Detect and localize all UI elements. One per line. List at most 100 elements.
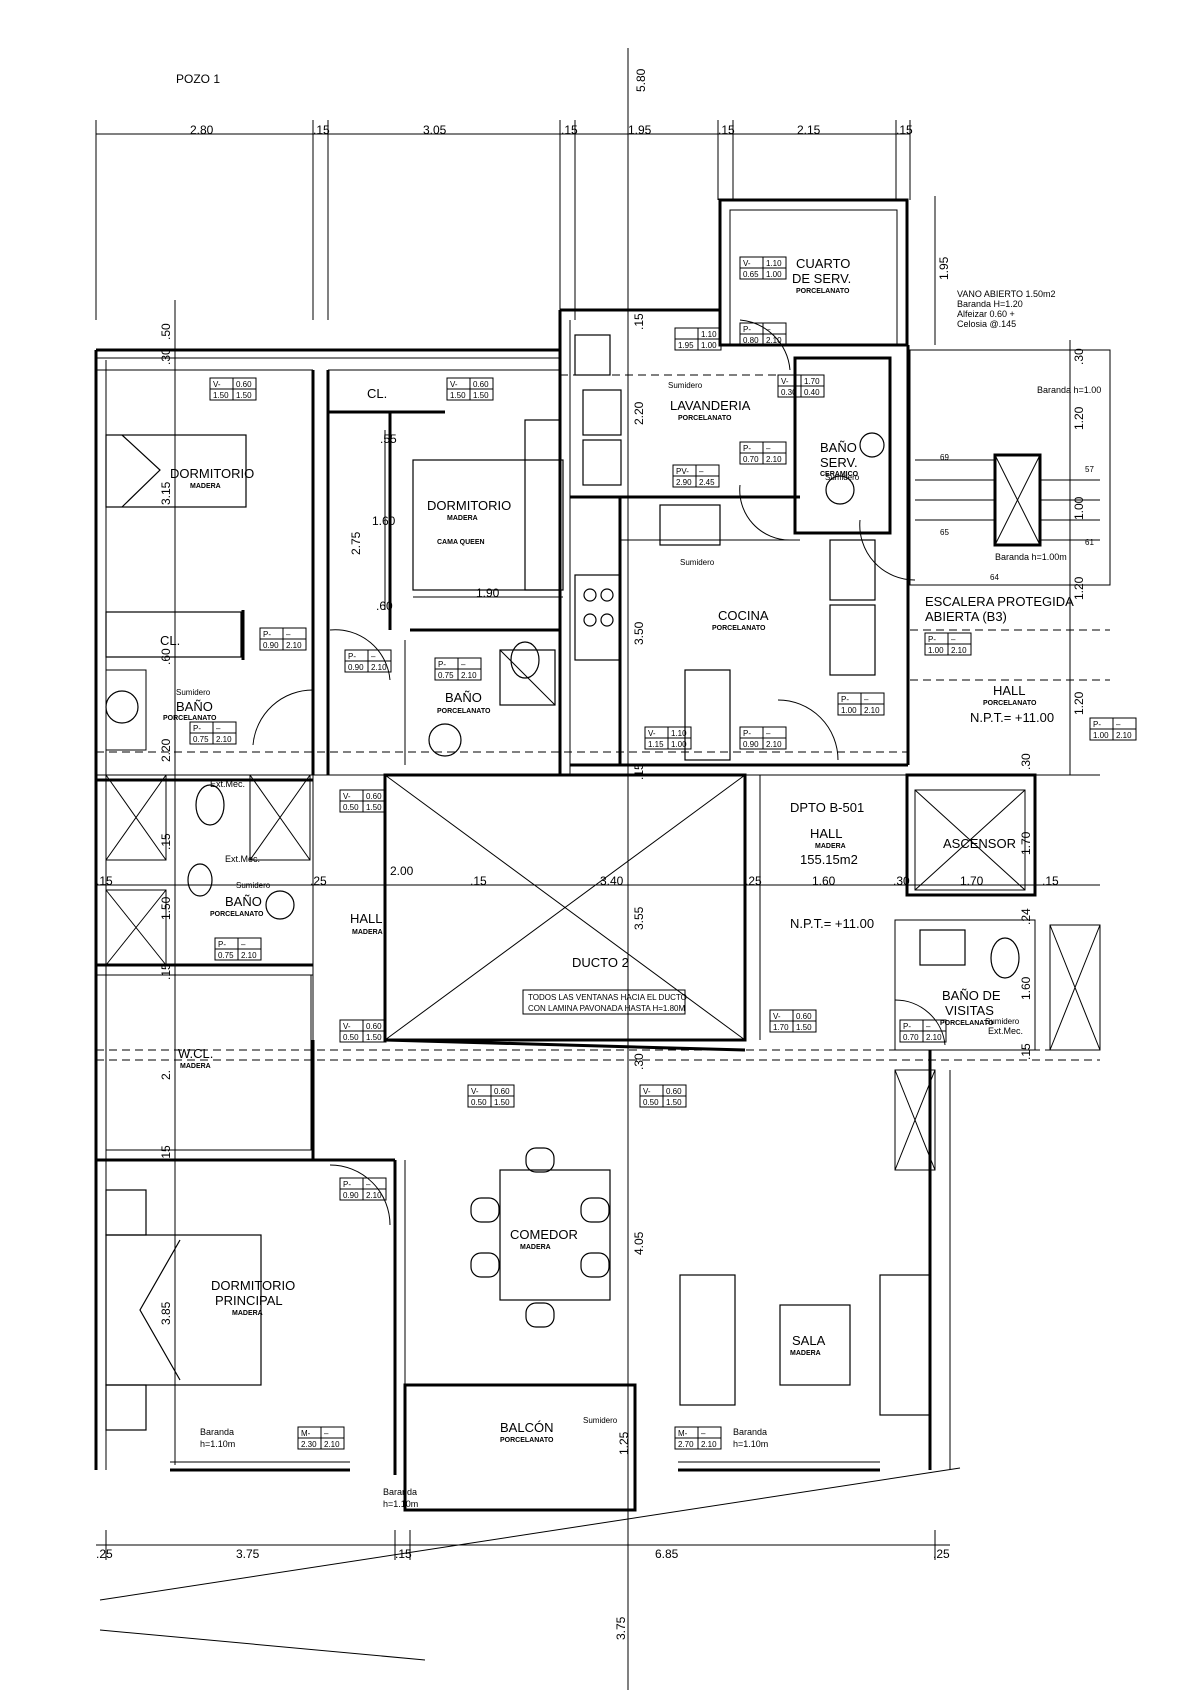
- opening-tag-cell: 2.90: [676, 478, 692, 487]
- dormitorio-2-bed: CAMA QUEEN: [437, 539, 485, 546]
- bottom-dimension-line: .25 3.75 .15 6.85 .25: [96, 1467, 961, 1661]
- vdim-50: .50: [159, 323, 173, 340]
- step-57: 57: [1085, 465, 1094, 474]
- dorm-principal-name2: PRINCIPAL: [215, 1293, 283, 1308]
- comedor-name: COMEDOR: [510, 1227, 578, 1242]
- hdim-hall-2-00: 2.00: [390, 864, 414, 878]
- bdim-3-75: 3.75: [236, 1547, 260, 1561]
- vdim-ducto-30: .30: [632, 1053, 646, 1070]
- opening-tag-cell: 2.10: [864, 706, 880, 715]
- bano-visitas-name1: BAÑO DE: [942, 988, 1001, 1003]
- vdim-3-15: 3.15: [159, 481, 173, 505]
- door-swings: [252, 319, 946, 1226]
- vdim-lav-2-20: 2.20: [632, 401, 646, 425]
- opening-tag-cell: V-: [450, 380, 458, 389]
- vdim-coc-3-50: 3.50: [632, 621, 646, 645]
- opening-tag-cell: 1.50: [473, 391, 489, 400]
- opening-tag-cell: 0.50: [343, 803, 359, 812]
- cuarto-serv-finish: PORCELANATO: [796, 288, 850, 295]
- balcon-name: BALCÓN: [500, 1420, 553, 1435]
- opening-tag-cell: 0.60: [366, 1022, 382, 1031]
- hall-esc-name: HALL: [993, 683, 1026, 698]
- opening-tag-cell: 1.50: [494, 1098, 510, 1107]
- bdim-6-85: 6.85: [655, 1547, 679, 1561]
- room-labels: CUARTO DE SERV. PORCELANATO DORMITORIO M…: [160, 256, 1074, 1444]
- vano-note-3: Alfeizar 0.60 +: [957, 309, 1015, 319]
- vdim-1-50: 1.50: [159, 896, 173, 920]
- opening-tag-cell: –: [766, 444, 771, 453]
- opening-tag-cell: PV-: [676, 467, 689, 476]
- hdim-left-15: .15: [96, 874, 113, 888]
- opening-tag-cell: 0.70: [743, 455, 759, 464]
- hall-dpto-area: 155.15m2: [800, 852, 858, 867]
- balcon-finish: PORCELANATO: [500, 1437, 554, 1444]
- cl-1-name: CL.: [367, 386, 387, 401]
- opening-tag-cell: 2.70: [678, 1440, 694, 1449]
- vdim-2: 2.: [159, 1070, 173, 1080]
- vdim-ducto-3-55: 3.55: [632, 906, 646, 930]
- sumidero-lav: Sumidero: [668, 381, 703, 390]
- vdim-30: .30: [159, 348, 173, 365]
- opening-tag-cell: V-: [781, 377, 789, 386]
- opening-tag-cell: 0.65: [743, 270, 759, 279]
- vdim-com-4-05: 4.05: [632, 1231, 646, 1255]
- ducto-note-1: TODOS LAS VENTANAS HACIA EL DUCTO: [528, 993, 687, 1002]
- vdim-coc-15: .15: [632, 763, 646, 780]
- opening-tag-cell: 1.50: [236, 391, 252, 400]
- opening-tag-cell: 1.95: [678, 341, 694, 350]
- cuarto-serv-name1: CUARTO: [796, 256, 850, 271]
- vdim-esc-1-20a: 1.20: [1072, 406, 1086, 430]
- hdim-cama-1-90: 1.90: [476, 586, 500, 600]
- opening-tag-cell: 1.00: [1093, 731, 1109, 740]
- opening-tag-cell: 2.10: [766, 336, 782, 345]
- vdim-esc-1-00: 1.00: [1072, 496, 1086, 520]
- opening-tag-cell: 0.50: [343, 1033, 359, 1042]
- hdim-hall-1-60: 1.60: [812, 874, 836, 888]
- opening-tag-cell: 2.45: [699, 478, 715, 487]
- opening-tag-cell: –: [926, 1022, 931, 1031]
- opening-tag-cell: –: [766, 325, 771, 334]
- step-65: 65: [940, 528, 949, 537]
- dim-15-c: .15: [718, 123, 735, 137]
- vdim-lav-15: .15: [632, 313, 646, 330]
- vdim-esc-1-20c: 1.20: [1072, 691, 1086, 715]
- opening-tag-cell: 2.10: [701, 1440, 717, 1449]
- ducto-note-2: CON LAMINA PAVONADA HASTA H=1.80M: [528, 1004, 685, 1013]
- opening-tag-cell: –: [461, 660, 466, 669]
- opening-tag-cell: M-: [301, 1429, 311, 1438]
- dormitorio-1-name: DORMITORIO: [170, 466, 254, 481]
- vdim-bal-1-25: 1.25: [617, 1431, 631, 1455]
- opening-tag-cell: –: [1116, 720, 1121, 729]
- dorm-principal-name1: DORMITORIO: [211, 1278, 295, 1293]
- bano-2-name: BAÑO: [445, 690, 482, 705]
- opening-tag-cell: 1.50: [666, 1098, 682, 1107]
- bano-serv-name2: SERV.: [820, 455, 858, 470]
- opening-tag-cell: 2.10: [766, 455, 782, 464]
- opening-tag-cell: 0.90: [343, 1191, 359, 1200]
- notes: VANO ABIERTO 1.50m2 Baranda H=1.20 Alfei…: [176, 289, 1101, 1509]
- opening-tag-cell: –: [951, 635, 956, 644]
- sala-name: SALA: [792, 1333, 826, 1348]
- opening-tag-cell: 1.00: [766, 270, 782, 279]
- hdim-hall-15: .15: [470, 874, 487, 888]
- sumidero-balcon: Sumidero: [583, 1416, 618, 1425]
- opening-tag-cell: –: [864, 695, 869, 704]
- opening-tag-cell: –: [216, 724, 221, 733]
- opening-tag-cell: –: [241, 940, 246, 949]
- horizontal-dimensions: 1.90 .15 .25 2.00 .15 3.40 .25 1.60 .30 …: [96, 586, 1100, 888]
- sumidero-bano-3: Sumidero: [236, 881, 271, 890]
- opening-tag-cell: 0.60: [666, 1087, 682, 1096]
- dpto-name: DPTO B-501: [790, 800, 864, 815]
- cl-2-name: CL.: [160, 633, 180, 648]
- hall-dpto-npt: N.P.T.= +11.00: [790, 916, 874, 931]
- opening-tag-cell: 2.10: [926, 1033, 942, 1042]
